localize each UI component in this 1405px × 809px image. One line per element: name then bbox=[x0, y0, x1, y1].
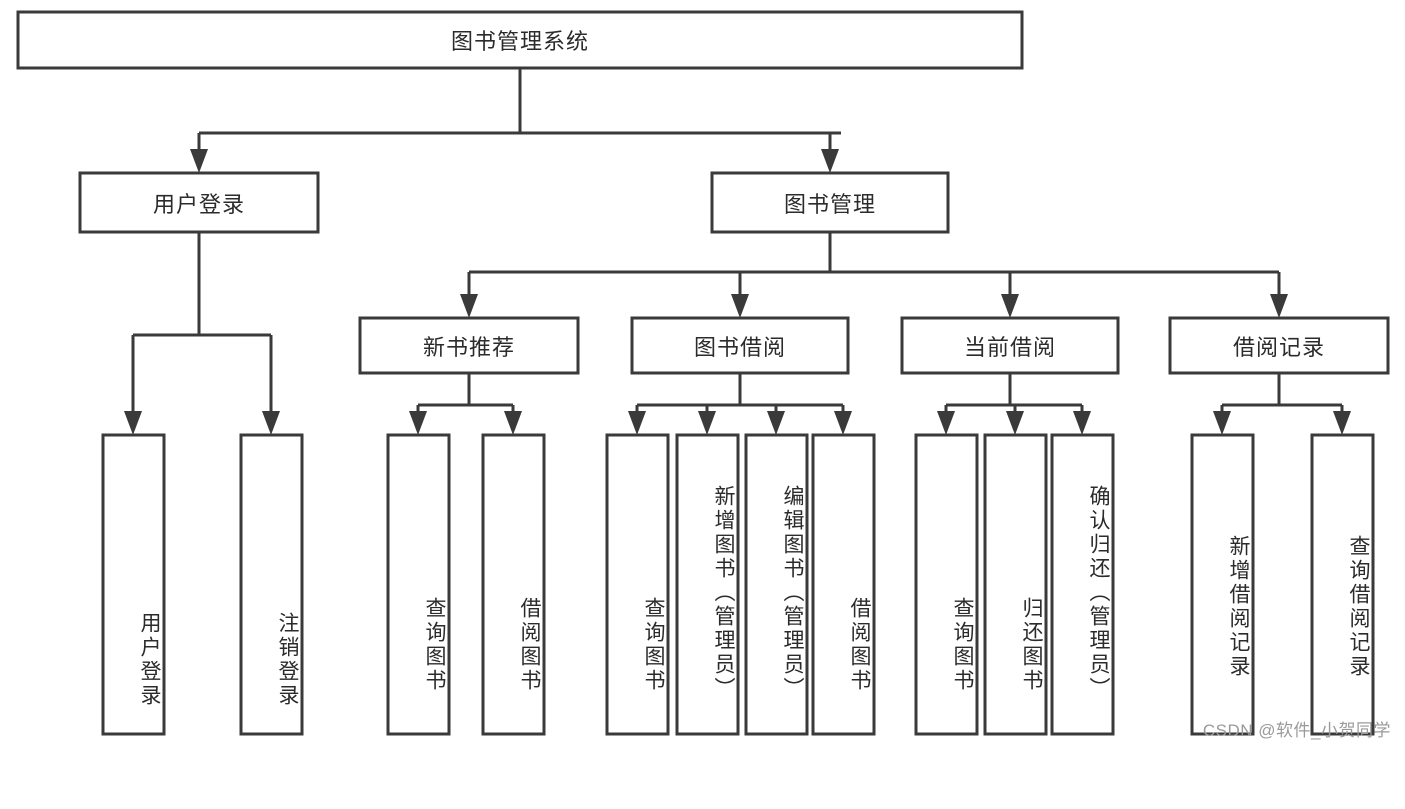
node-leaf-3-box[interactable] bbox=[481, 433, 546, 736]
node-root-box[interactable] bbox=[16, 10, 1024, 70]
arrow-icon bbox=[937, 411, 955, 435]
connector-borrow-to-leaves bbox=[628, 373, 852, 435]
node-level3-0-box[interactable] bbox=[358, 316, 580, 375]
node-leaf-7-box[interactable] bbox=[811, 433, 876, 736]
connector-root-to-level2 bbox=[190, 68, 841, 173]
node-level2-0-box[interactable] bbox=[78, 171, 320, 234]
flowchart-svg bbox=[16, 10, 1390, 736]
node-level3-2-box[interactable] bbox=[900, 316, 1120, 375]
connector-records-to-leaves bbox=[1213, 373, 1351, 435]
arrow-icon bbox=[1006, 411, 1024, 435]
connector-userlogin-to-leaves bbox=[124, 232, 280, 435]
arrow-icon bbox=[698, 411, 716, 435]
arrow-icon bbox=[409, 411, 427, 435]
arrow-icon bbox=[628, 411, 646, 435]
node-leaf-1-box[interactable] bbox=[239, 433, 304, 736]
arrow-icon bbox=[821, 149, 839, 173]
node-leaf-12-box[interactable] bbox=[1310, 433, 1375, 736]
arrow-icon bbox=[460, 294, 478, 318]
connector-bookmgmt-to-level3 bbox=[460, 232, 1288, 318]
node-level2-1-box[interactable] bbox=[710, 171, 950, 234]
arrow-icon bbox=[834, 411, 852, 435]
node-level3-1-box[interactable] bbox=[630, 316, 850, 375]
arrow-icon bbox=[767, 411, 785, 435]
connector-current-to-leaves bbox=[937, 373, 1091, 435]
node-leaf-9-box[interactable] bbox=[983, 433, 1048, 736]
arrow-icon bbox=[1213, 411, 1231, 435]
arrow-icon bbox=[190, 149, 208, 173]
arrow-icon bbox=[124, 411, 142, 435]
node-leaf-8-box[interactable] bbox=[914, 433, 979, 736]
flowchart-canvas: 图书管理系统 用户登录 图书管理 新书推荐 图书借阅 当前借阅 借阅记录 用户登… bbox=[16, 10, 1391, 740]
node-leaf-2-box[interactable] bbox=[386, 433, 451, 736]
arrow-icon bbox=[262, 411, 280, 435]
arrow-icon bbox=[731, 294, 749, 318]
arrow-icon bbox=[1333, 411, 1351, 435]
node-leaf-4-box[interactable] bbox=[605, 433, 670, 736]
arrow-icon bbox=[1073, 411, 1091, 435]
arrow-icon bbox=[1001, 294, 1019, 318]
arrow-icon bbox=[504, 411, 522, 435]
node-leaf-6-box[interactable] bbox=[744, 433, 809, 736]
connector-newbooks-to-leaves bbox=[409, 373, 522, 435]
node-leaf-0-box[interactable] bbox=[101, 433, 166, 736]
node-level3-3-box[interactable] bbox=[1168, 316, 1390, 375]
arrow-icon bbox=[1270, 294, 1288, 318]
node-leaf-11-box[interactable] bbox=[1190, 433, 1255, 736]
watermark-text: CSDN @软件_小贺同学 bbox=[1202, 721, 1391, 740]
node-leaf-10-box[interactable] bbox=[1050, 433, 1115, 736]
node-leaf-5-box[interactable] bbox=[675, 433, 740, 736]
